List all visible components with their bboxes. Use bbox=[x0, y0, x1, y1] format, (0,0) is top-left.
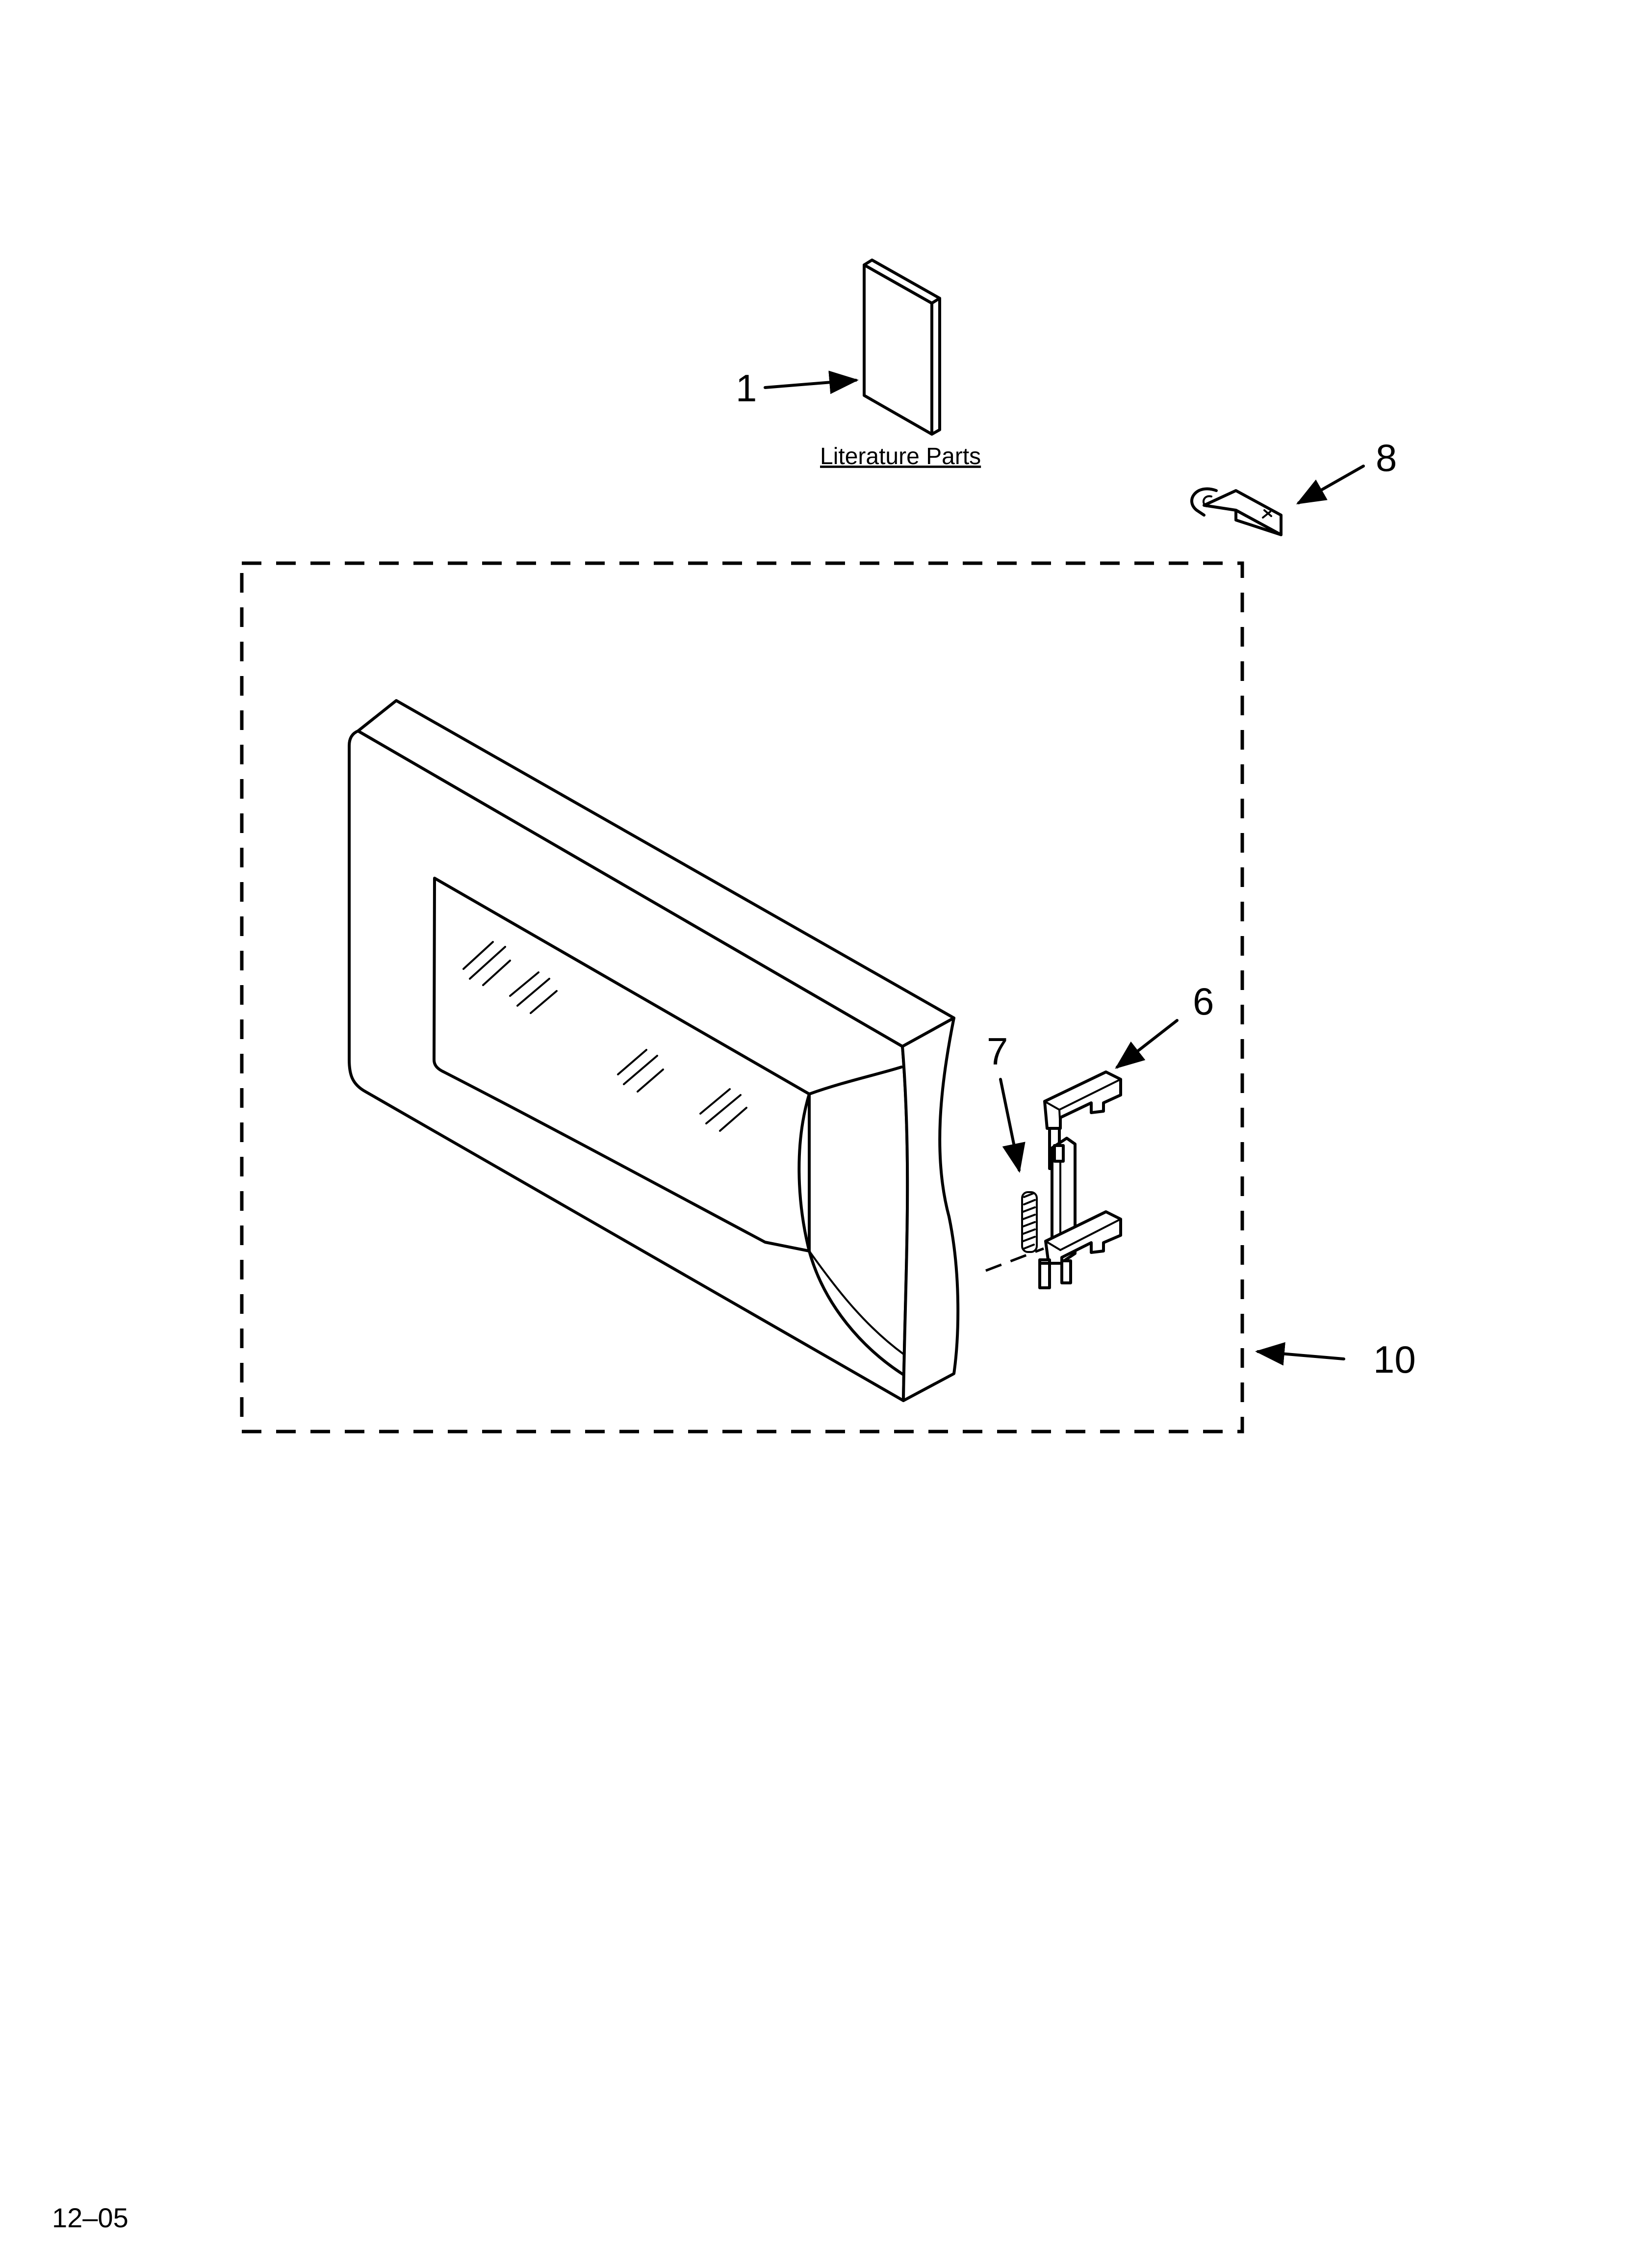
callout-10: 10 bbox=[1373, 1338, 1416, 1381]
mounting-bracket bbox=[1190, 487, 1283, 536]
assembly-axis bbox=[985, 1247, 1044, 1272]
callout-8: 8 bbox=[1376, 436, 1397, 479]
callout-6: 6 bbox=[1193, 980, 1214, 1023]
glass-reflection-marks bbox=[462, 941, 747, 1132]
leader-10 bbox=[1255, 1342, 1345, 1366]
door-latch bbox=[1038, 1070, 1122, 1289]
latch-spring bbox=[1021, 1191, 1038, 1253]
literature-booklet bbox=[863, 259, 941, 436]
callout-1: 1 bbox=[736, 366, 757, 410]
leader-8 bbox=[1296, 465, 1365, 504]
leader-1 bbox=[764, 370, 859, 394]
leader-6 bbox=[1115, 1019, 1179, 1069]
callout-7: 7 bbox=[987, 1030, 1008, 1073]
assembly-boundary bbox=[240, 561, 1244, 1434]
literature-parts-label: Literature Parts bbox=[820, 443, 981, 469]
door-panel bbox=[348, 699, 960, 1402]
revision-code: 12–05 bbox=[52, 2202, 128, 2233]
leader-7 bbox=[999, 1078, 1026, 1173]
